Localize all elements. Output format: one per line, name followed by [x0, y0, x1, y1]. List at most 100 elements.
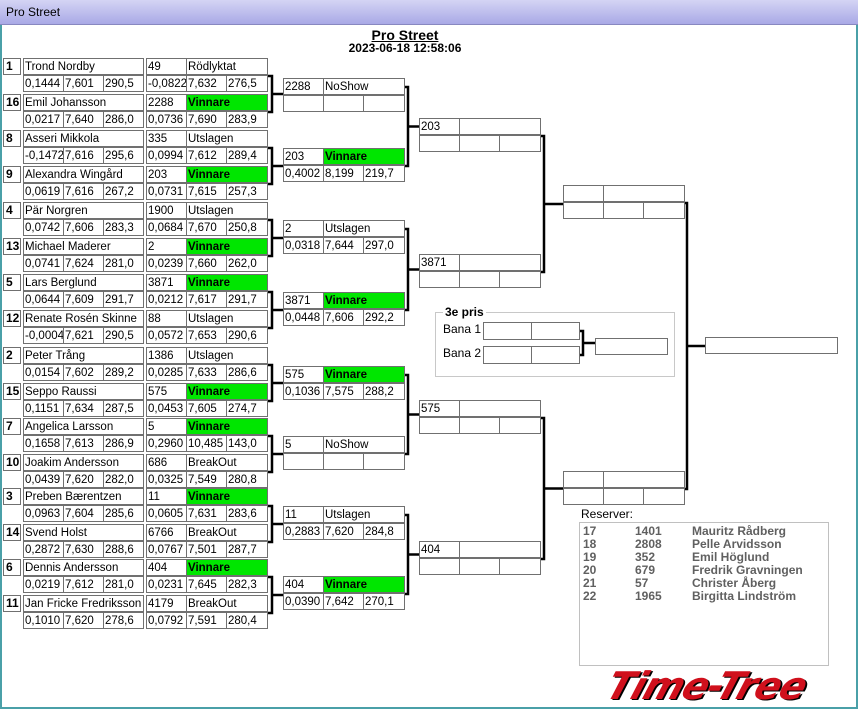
event-datetime: 2023-06-18 12:58:06: [348, 41, 462, 55]
round1-result-elapsed-time: 7,633: [186, 364, 227, 381]
semifinal-result-reaction-time: [563, 202, 604, 219]
driver-speed: 287,5: [103, 400, 144, 417]
round1-result-reaction-time: 0,2960: [146, 435, 187, 452]
round2-result-elapsed-time: [323, 453, 364, 470]
round3-result-elapsed-time: [459, 271, 500, 288]
driver-speed: 288,6: [103, 541, 144, 558]
round3-result-speed: [499, 135, 541, 152]
round2-result-reaction-time: [283, 95, 324, 112]
round1-result-reaction-time: 0,0212: [146, 291, 187, 308]
round2-result-status: Vinnare: [323, 576, 405, 593]
driver-speed: 286,9: [103, 435, 144, 452]
round1-result-status: BreakOut: [186, 524, 268, 541]
time-tree-logo: Time-Tree: [600, 664, 813, 708]
final-winner[interactable]: [705, 337, 838, 354]
driver-name: Preben Bærentzen: [23, 488, 144, 505]
lane2-input-a[interactable]: [483, 346, 532, 364]
round1-result-reaction-time: 0,0792: [146, 612, 187, 629]
reserve-pos: 20: [583, 563, 597, 577]
round1-result-status: Utslagen: [186, 347, 268, 364]
round2-result-elapsed-time: [323, 95, 364, 112]
round1-result-elapsed-time: 7,670: [186, 219, 227, 236]
round1-connector: [267, 146, 283, 186]
semifinal-result-speed: [643, 202, 685, 219]
round3-result-reaction-time: [419, 135, 460, 152]
round1-result-speed: 274,7: [226, 400, 268, 417]
round1-result-elapsed-time: 7,612: [186, 147, 227, 164]
round1-result-elapsed-time: 7,549: [186, 471, 227, 488]
driver-name: Renate Rosén Skinne: [23, 310, 144, 327]
semifinal-result-number: [563, 471, 604, 488]
round2-result-elapsed-time: 7,644: [323, 237, 364, 254]
round3-result-elapsed-time: [459, 558, 500, 575]
lane1-label: Bana 1: [443, 322, 482, 336]
driver-reaction-time: 0,0219: [23, 576, 64, 593]
round2-result-reaction-time: [283, 453, 324, 470]
third-place-winner[interactable]: [595, 338, 668, 355]
reserve-num: 679: [635, 563, 656, 577]
driver-elapsed-time: 7,609: [63, 291, 104, 308]
round2-result-status: Vinnare: [323, 366, 405, 383]
round1-result-reaction-time: 0,0325: [146, 471, 187, 488]
round2-result-speed: 292,2: [363, 309, 405, 326]
round3-result-status: [459, 400, 541, 417]
seed-number: 5: [3, 274, 21, 291]
round3-result-status: [459, 118, 541, 135]
driver-name: Svend Holst: [23, 524, 144, 541]
round2-result-status: Utslagen: [323, 220, 405, 237]
round1-result-speed: 250,8: [226, 219, 268, 236]
round2-connector: [403, 373, 419, 456]
round2-result-number: 203: [283, 148, 324, 165]
round2-result-number: 3871: [283, 292, 324, 309]
driver-speed: 285,6: [103, 505, 144, 522]
driver-reaction-time: -0,1472: [23, 147, 64, 164]
lane1-input-b[interactable]: [531, 322, 580, 340]
driver-name: Seppo Raussi: [23, 383, 144, 400]
round1-result-number: 1386: [146, 347, 187, 364]
round1-result-status: Vinnare: [186, 238, 268, 255]
round2-connector: [403, 227, 419, 312]
driver-name: Peter Trång: [23, 347, 144, 364]
driver-speed: 281,0: [103, 255, 144, 272]
driver-reaction-time: 0,0741: [23, 255, 64, 272]
round1-result-status: Vinnare: [186, 559, 268, 576]
round2-result-speed: 270,1: [363, 593, 405, 610]
driver-speed: 281,0: [103, 576, 144, 593]
reserve-name: Mauritz Rådberg: [692, 524, 787, 538]
lane2-input-b[interactable]: [531, 346, 580, 364]
round3-result-speed: [499, 558, 541, 575]
driver-speed: 286,0: [103, 111, 144, 128]
round3-result-elapsed-time: [459, 135, 500, 152]
seed-number: 9: [3, 166, 21, 183]
seed-number: 4: [3, 202, 21, 219]
driver-reaction-time: 0,1010: [23, 612, 64, 629]
lane1-input-a[interactable]: [483, 322, 532, 340]
round2-result-reaction-time: 0,1036: [283, 383, 324, 400]
reserve-num: 352: [635, 550, 656, 564]
driver-elapsed-time: 7,601: [63, 75, 104, 92]
round1-result-elapsed-time: 7,660: [186, 255, 227, 272]
driver-elapsed-time: 7,630: [63, 541, 104, 558]
reserve-pos: 19: [583, 550, 597, 564]
round2-result-elapsed-time: 7,642: [323, 593, 364, 610]
driver-speed: 282,0: [103, 471, 144, 488]
driver-elapsed-time: 7,634: [63, 400, 104, 417]
reserve-num: 1401: [635, 524, 662, 538]
round1-result-status: Vinnare: [186, 166, 268, 183]
round1-result-speed: 257,3: [226, 183, 268, 200]
driver-name: Dennis Andersson: [23, 559, 144, 576]
semifinal-result-elapsed-time: [603, 202, 644, 219]
semifinal-result-elapsed-time: [603, 488, 644, 505]
driver-reaction-time: 0,0217: [23, 111, 64, 128]
round2-result-elapsed-time: 7,575: [323, 383, 364, 400]
round2-result-reaction-time: 0,0318: [283, 237, 324, 254]
reserve-num: 57: [635, 576, 649, 590]
round1-result-number: 5: [146, 418, 187, 435]
reserve-name: Pelle Arvidsson: [692, 537, 782, 551]
driver-reaction-time: 0,0154: [23, 364, 64, 381]
round3-result-reaction-time: [419, 417, 460, 434]
seed-number: 1: [3, 58, 21, 75]
round1-connector: [267, 290, 283, 330]
driver-name: Lars Berglund: [23, 274, 144, 291]
